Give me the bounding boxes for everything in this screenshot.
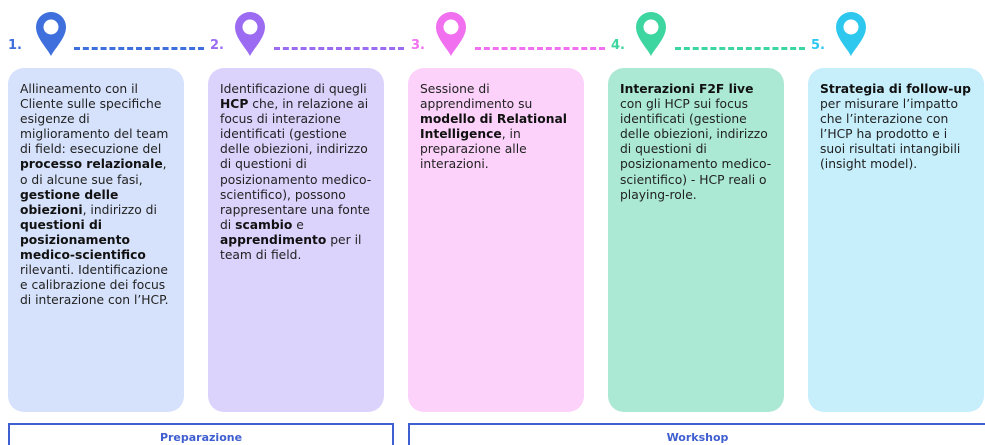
card-text: Identificazione di quegli [220,82,367,96]
card-text: Allineamento con il Cliente sulle specif… [20,82,169,157]
connector-dash [274,47,404,50]
step-card-4: Interazioni F2F live con gli HCP sui foc… [608,68,784,412]
card-text: e [292,217,304,232]
card-text-bold: HCP [220,97,249,112]
card-text-bold: Strategia di follow-up [820,82,971,96]
card-text: , in preparazione alle interazioni. [420,127,527,172]
map-pin-icon [436,12,466,56]
phase-preparazione: Preparazione [8,423,394,445]
connector-dash [675,47,805,50]
card-text-bold: modello di Relational Intelligence [420,112,567,142]
card-text: per il team di field. [220,232,362,263]
card-text-bold: scambio [235,217,293,232]
connector-dash [475,47,605,50]
card-text-bold: gestione delle obiezioni [20,187,119,217]
step-card-5: Strategia di follow-up per misurare l’im… [808,68,984,412]
card-text: Sessione di apprendimento su [420,82,533,112]
step-card-2: Identificazione di quegli HCP che, in re… [208,68,384,412]
card-text: , o di alcune sue fasi, [20,157,167,187]
map-pin-icon [836,12,866,56]
step-number-5: 5. [811,38,825,53]
card-text: che, in relazione ai focus di interazion… [220,97,372,232]
card-text-bold: processo relazionale [20,157,163,172]
connector-dash [74,47,204,50]
step-number-3: 3. [411,38,425,53]
card-text-bold: Interazioni F2F live [620,82,754,96]
card-text-bold: questioni di posizionamento medico-scien… [20,217,146,263]
card-text: con gli HCP sui focus identificati (gest… [620,97,772,202]
map-pin-icon [36,12,66,56]
phase-workshop: Workshop [408,423,985,445]
map-pin-icon [636,12,666,56]
card-text: per misurare l’impatto che l’interazione… [820,97,961,172]
step-card-1: Allineamento con il Cliente sulle specif… [8,68,184,412]
card-text-bold: apprendimento [220,232,327,247]
step-number-4: 4. [611,38,625,53]
map-pin-icon [235,12,265,56]
step-number-2: 2. [210,38,224,53]
step-number-1: 1. [8,38,22,53]
card-text: rilevanti. Identificazione e calibrazion… [20,263,169,308]
card-text: , indirizzo di [82,202,157,217]
step-card-3: Sessione di apprendimento su modello di … [408,68,584,412]
